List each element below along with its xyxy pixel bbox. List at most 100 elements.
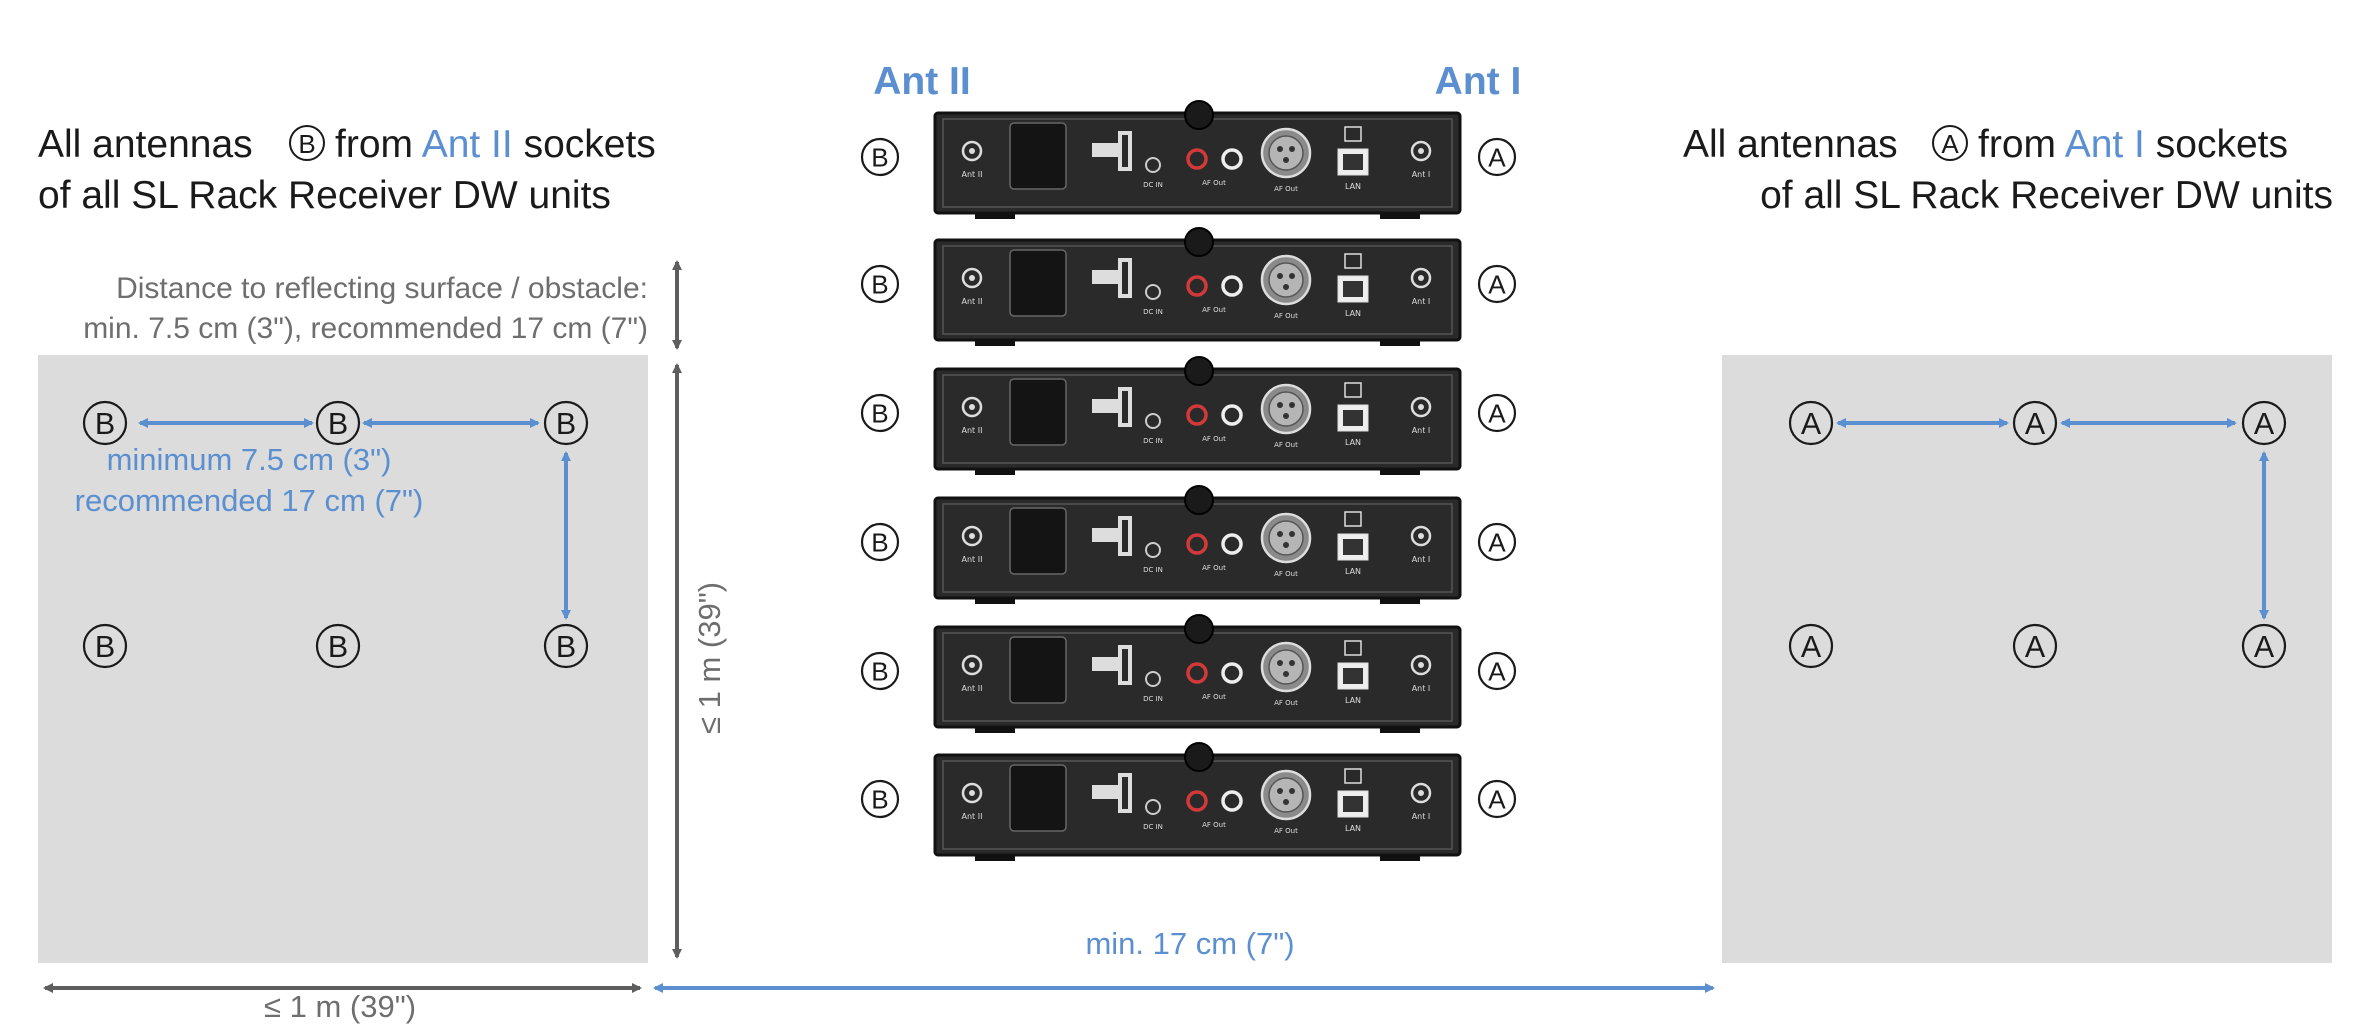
lan-label: LAN: [1345, 696, 1361, 705]
label-plate: [1009, 764, 1067, 832]
antenna-b-1-2-letter: B: [556, 630, 576, 664]
dc-in-label: DC IN: [1143, 566, 1163, 574]
xlr-pin: [1289, 273, 1295, 279]
xlr-pin: [1283, 671, 1289, 677]
dc-in-socket-icon: [1145, 413, 1161, 429]
height-dimension-label: ≤ 1 m (39"): [692, 582, 727, 734]
power-knob: [1184, 614, 1214, 644]
receiver-foot: [975, 727, 1015, 733]
receiver-antenna-a: A: [1477, 779, 1517, 819]
xlr-label: AF Out: [1274, 827, 1298, 835]
lan-label: LAN: [1345, 824, 1361, 833]
cable-clamp-slot: [1122, 391, 1128, 423]
xlr-pin: [1289, 788, 1295, 794]
label-plate: [1009, 507, 1067, 575]
antenna-b-0-1-ring: [315, 400, 361, 446]
antenna-b-0-0-ring: [82, 400, 128, 446]
lan-label: LAN: [1345, 309, 1361, 318]
cable-clamp-icon: [1092, 785, 1120, 799]
dc-in-label: DC IN: [1143, 437, 1163, 445]
receiver-antenna-b-ring: [860, 264, 900, 304]
antenna-b-0-0: B: [82, 400, 128, 446]
xlr-socket-inner: [1268, 520, 1304, 556]
ant1-socket-icon: [1410, 267, 1432, 289]
receiver-antenna-b-letter: B: [871, 527, 888, 557]
receiver-antenna-a: A: [1477, 651, 1517, 691]
ant2-socket-icon: [961, 267, 983, 289]
receiver-antenna-a-letter: A: [1488, 142, 1506, 172]
spacing-note-line2: recommended 17 cm (7"): [75, 483, 424, 518]
xlr-pin: [1283, 284, 1289, 290]
receiver-antenna-b: B: [860, 522, 900, 562]
receiver-antenna-b-ring: [860, 651, 900, 691]
antenna-a-1-2-letter: A: [2254, 630, 2275, 664]
antenna-b-1-2-ring: [543, 623, 589, 669]
ant1-socket-label: Ant I: [1412, 684, 1431, 693]
right-heading-post: sockets: [2156, 123, 2288, 166]
receiver-antenna-b-letter: B: [871, 784, 888, 814]
xlr-pin: [1289, 660, 1295, 666]
ant2-socket-label: Ant II: [962, 555, 983, 564]
af-out-white-socket-icon: [1221, 662, 1243, 684]
cable-clamp-slot: [1122, 777, 1128, 809]
xlr-pin: [1283, 799, 1289, 805]
antenna-a-1-1-letter: A: [2025, 630, 2046, 664]
antenna-b-0-2-letter: B: [556, 407, 576, 441]
cable-clamp-slot: [1122, 649, 1128, 681]
receiver-foot: [975, 469, 1015, 475]
af-out-label: AF Out: [1202, 179, 1226, 187]
antenna-a-1-1-ring: [2012, 623, 2058, 669]
antenna-b-1-0-letter: B: [95, 630, 115, 664]
antenna-a-1-0-ring: [1788, 623, 1834, 669]
receiver-foot: [1380, 340, 1420, 346]
ant2-socket-pin: [969, 662, 975, 668]
label-plate: [1009, 122, 1067, 190]
antenna-a-1-2-ring: [2241, 623, 2287, 669]
ant1-socket-label: Ant I: [1412, 297, 1431, 306]
receiver-antenna-b: B: [860, 393, 900, 433]
ant2-socket-icon: [961, 396, 983, 418]
antenna-b-0-2: B: [543, 400, 589, 446]
label-plate: [1009, 249, 1067, 317]
receiver-antenna-a-letter: A: [1488, 527, 1506, 557]
lan-port-opening: [1343, 281, 1363, 297]
ant2-socket-label: Ant II: [962, 812, 983, 821]
ant2-socket-pin: [969, 148, 975, 154]
xlr-pin: [1289, 146, 1295, 152]
ant1-socket-label: Ant I: [1412, 812, 1431, 821]
right-heading-line2: of all SL Rack Receiver DW units: [1760, 174, 2333, 217]
xlr-pin: [1277, 788, 1283, 794]
af-out-label: AF Out: [1202, 821, 1226, 829]
xlr-pin: [1283, 157, 1289, 163]
ant2-socket-icon: [961, 525, 983, 547]
ant1-socket-label: Ant I: [1412, 426, 1431, 435]
ant1-column-header: Ant I: [1435, 60, 1522, 103]
svg-text:from Ant I sockets: from Ant I sockets: [1978, 123, 2288, 166]
receiver-antenna-a-letter: A: [1488, 784, 1506, 814]
ant2-socket-label: Ant II: [962, 170, 983, 179]
ant2-socket-icon: [961, 654, 983, 676]
width-dimension-label: ≤ 1 m (39"): [264, 989, 416, 1024]
ant2-column-header: Ant II: [873, 60, 970, 103]
ant1-socket-pin: [1418, 275, 1424, 281]
antenna-b-1-1-letter: B: [328, 630, 348, 664]
ant1-socket-icon: [1410, 140, 1432, 162]
receiver-foot: [975, 213, 1015, 219]
left-heading-line2: of all SL Rack Receiver DW units: [38, 174, 611, 217]
af-out-white-socket-icon: [1221, 275, 1243, 297]
lan-port-opening: [1343, 154, 1363, 170]
xlr-socket-inner: [1268, 649, 1304, 685]
cable-clamp-icon: [1092, 399, 1120, 413]
power-knob: [1184, 356, 1214, 386]
dc-in-label: DC IN: [1143, 308, 1163, 316]
spacing-note-line1: minimum 7.5 cm (3"): [107, 442, 392, 477]
label-plate: [1009, 636, 1067, 704]
separation-label: min. 17 cm (7"): [1085, 926, 1294, 961]
left-spacing-arrows: [138, 418, 571, 620]
